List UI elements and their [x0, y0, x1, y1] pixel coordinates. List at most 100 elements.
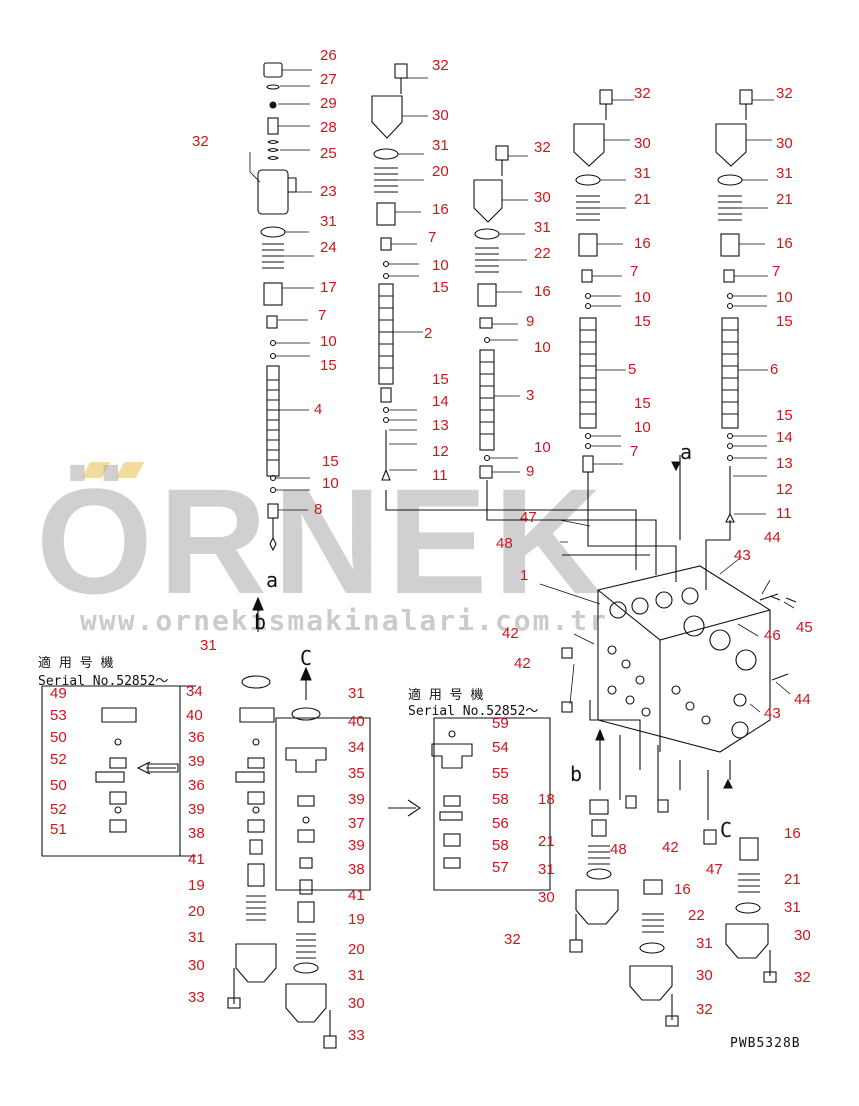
- callout-41: 41: [188, 851, 205, 868]
- callout-36: 36: [188, 777, 205, 794]
- serial-note-right-line2: Serial No.52852～: [408, 704, 539, 719]
- callout-40: 40: [186, 707, 203, 724]
- callout-59: 59: [492, 715, 509, 732]
- callout-15: 15: [776, 407, 793, 424]
- callout-32: 32: [634, 85, 651, 102]
- callout-19: 19: [188, 877, 205, 894]
- callout-15: 15: [432, 371, 449, 388]
- callout-22: 22: [688, 907, 705, 924]
- callout-42: 42: [514, 655, 531, 672]
- callout-32: 32: [192, 133, 209, 150]
- callout-31: 31: [188, 929, 205, 946]
- callout-9: 9: [526, 463, 535, 480]
- drawing-code: PWB5328B: [730, 1036, 801, 1051]
- serial-note-left-line1: 適 用 号 機: [38, 656, 114, 671]
- callout-31: 31: [784, 899, 801, 916]
- callout-15: 15: [634, 313, 651, 330]
- letter-c-top: C: [300, 646, 313, 670]
- callout-10: 10: [534, 439, 551, 456]
- callout-31: 31: [432, 137, 449, 154]
- letter-a-below-col1: a: [266, 568, 279, 592]
- callout-55: 55: [492, 765, 509, 782]
- callout-44: 44: [764, 529, 781, 546]
- serial-note-right-line1: 適 用 号 機: [408, 688, 484, 703]
- callout-11: 11: [776, 505, 792, 522]
- callout-30: 30: [794, 927, 811, 944]
- column-4-parts: [573, 89, 613, 488]
- callout-45: 45: [796, 619, 813, 636]
- callout-7: 7: [630, 443, 639, 460]
- callout-32: 32: [504, 931, 521, 948]
- callout-32: 32: [432, 57, 449, 74]
- callout-27: 27: [320, 71, 337, 88]
- column-2-parts: [371, 63, 408, 481]
- serial-box-frames: [41, 685, 551, 891]
- watermark-url: www.ornekismakinalari.com.tr: [80, 604, 609, 637]
- lower-middle-parts: [285, 707, 337, 1049]
- callout-19: 19: [348, 911, 365, 928]
- callout-54: 54: [492, 739, 509, 756]
- callout-12: 12: [432, 443, 449, 460]
- callout-32: 32: [696, 1001, 713, 1018]
- callout-39: 39: [348, 837, 365, 854]
- letter-b-bottom: b: [570, 762, 583, 786]
- flow-lines: [385, 455, 733, 820]
- callout-31: 31: [634, 165, 651, 182]
- callout-34: 34: [186, 683, 203, 700]
- callout-10: 10: [534, 339, 551, 356]
- callout-16: 16: [534, 283, 551, 300]
- callout-31: 31: [538, 861, 555, 878]
- callout-14: 14: [776, 429, 793, 446]
- callout-2: 2: [424, 325, 433, 342]
- callout-37: 37: [348, 815, 365, 832]
- callout-26: 26: [320, 47, 337, 64]
- callout-15: 15: [322, 453, 339, 470]
- callout-50: 50: [50, 729, 67, 746]
- callout-30: 30: [188, 957, 205, 974]
- callout-21: 21: [634, 191, 651, 208]
- callout-50: 50: [50, 777, 67, 794]
- callout-15: 15: [634, 395, 651, 412]
- callout-31: 31: [348, 685, 365, 702]
- callout-39: 39: [188, 753, 205, 770]
- callout-41: 41: [348, 887, 365, 904]
- column-1-parts: [257, 62, 297, 552]
- callout-18: 18: [538, 791, 555, 808]
- callout-3: 3: [526, 387, 535, 404]
- callout-30: 30: [696, 967, 713, 984]
- callout-8: 8: [314, 501, 323, 518]
- callout-22: 22: [534, 245, 551, 262]
- callout-10: 10: [320, 333, 337, 350]
- callout-10: 10: [322, 475, 339, 492]
- callout-34: 34: [348, 739, 365, 756]
- lower-left-parts: [95, 675, 277, 1009]
- callout-39: 39: [188, 801, 205, 818]
- callout-49: 49: [50, 685, 67, 702]
- callout-38: 38: [188, 825, 205, 842]
- callout-20: 20: [188, 903, 205, 920]
- callout-10: 10: [634, 419, 651, 436]
- main-valve-body: [597, 565, 771, 753]
- callout-43: 43: [764, 705, 781, 722]
- callout-16: 16: [776, 235, 793, 252]
- callout-1: 1: [520, 567, 529, 584]
- callout-43: 43: [734, 547, 751, 564]
- callout-30: 30: [776, 135, 793, 152]
- callout-56: 56: [492, 815, 509, 832]
- callout-46: 46: [764, 627, 781, 644]
- callout-15: 15: [432, 279, 449, 296]
- callout-15: 15: [776, 313, 793, 330]
- callout-12: 12: [776, 481, 793, 498]
- callout-33: 33: [348, 1027, 365, 1044]
- callout-23: 23: [320, 183, 337, 200]
- callout-31: 31: [320, 213, 337, 230]
- callout-31: 31: [200, 637, 217, 654]
- callout-36: 36: [188, 729, 205, 746]
- direction-arrows: [136, 596, 421, 817]
- callout-20: 20: [432, 163, 449, 180]
- callout-39: 39: [348, 791, 365, 808]
- callout-21: 21: [538, 833, 555, 850]
- callout-58: 58: [492, 837, 509, 854]
